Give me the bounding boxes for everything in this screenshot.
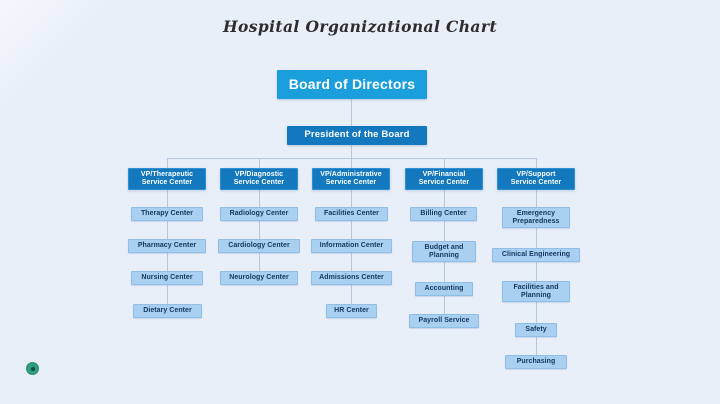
connector-president-to-bus	[351, 145, 352, 158]
node-vp-financial[interactable]: VP/Financial Service Center	[405, 168, 483, 190]
connector-bus-to-vp-2	[259, 158, 260, 168]
node-label: Radiology Center	[229, 210, 289, 218]
node-label: HR Center	[334, 307, 369, 315]
node-payroll-service[interactable]: Payroll Service	[409, 314, 479, 328]
node-pharmacy-center[interactable]: Pharmacy Center	[128, 239, 206, 253]
node-label: Neurology Center	[229, 274, 289, 282]
connector-bus-to-vp-1	[167, 158, 168, 168]
node-label: Admissions Center	[319, 274, 384, 282]
node-facilities-and-planning[interactable]: Facilities and Planning	[502, 281, 570, 302]
node-label: Information Center	[319, 242, 384, 250]
connector-spine-branch-2	[259, 190, 260, 286]
node-label: Nursing Center	[141, 274, 193, 282]
connector-bus-to-vp-5	[536, 158, 537, 168]
node-information-center[interactable]: Information Center	[311, 239, 392, 253]
connector-bus-to-vp-4	[444, 158, 445, 168]
node-safety[interactable]: Safety	[515, 323, 557, 337]
node-label: President of the Board	[304, 129, 410, 141]
node-label: Purchasing	[516, 358, 556, 366]
node-radiology-center[interactable]: Radiology Center	[220, 207, 298, 221]
node-label-line1: VP/Therapeutic	[140, 171, 194, 179]
node-hr-center[interactable]: HR Center	[326, 304, 377, 318]
node-nursing-center[interactable]: Nursing Center	[131, 271, 203, 285]
node-billing-center[interactable]: Billing Center	[410, 207, 477, 221]
node-budget-and-planning[interactable]: Budget and Planning	[412, 241, 476, 262]
node-emergency-preparedness[interactable]: Emergency Preparedness	[502, 207, 570, 228]
node-admissions-center[interactable]: Admissions Center	[311, 271, 392, 285]
connector-bus-to-vp-3	[351, 158, 352, 168]
node-dietary-center[interactable]: Dietary Center	[133, 304, 202, 318]
node-label-line1: VP/Support	[516, 171, 556, 179]
node-label: Payroll Service	[418, 317, 470, 325]
node-label-line2: Service Center	[325, 179, 377, 186]
node-vp-diagnostic[interactable]: VP/Diagnostic Service Center	[220, 168, 298, 190]
node-label: Dietary Center	[143, 307, 192, 315]
node-cardiology-center[interactable]: Cardiology Center	[218, 239, 300, 253]
node-vp-therapeutic[interactable]: VP/Therapeutic Service Center	[128, 168, 206, 190]
node-vp-support[interactable]: VP/Support Service Center	[497, 168, 575, 190]
node-label: Facilities and Planning	[513, 283, 559, 299]
page-title: Hospital Organizational Chart	[222, 17, 498, 36]
node-label: Safety	[525, 326, 547, 334]
node-accounting[interactable]: Accounting	[415, 282, 473, 296]
connector-spine-branch-1	[167, 190, 168, 318]
node-label-line1: VP/Administrative	[320, 171, 382, 179]
node-board-of-directors[interactable]: Board of Directors	[277, 70, 427, 99]
node-therapy-center[interactable]: Therapy Center	[131, 207, 203, 221]
node-label: Board of Directors	[288, 75, 416, 92]
node-label-line2: Service Center	[233, 179, 285, 186]
node-label-line2: Service Center	[510, 179, 562, 186]
connector-spine-branch-5	[536, 190, 537, 369]
node-label-line1: VP/Financial	[422, 171, 466, 179]
node-label-line2: Service Center	[418, 179, 470, 186]
node-label: Facilities Center	[324, 210, 379, 218]
node-clinical-engineering[interactable]: Clinical Engineering	[492, 248, 580, 262]
node-label: Clinical Engineering	[501, 251, 571, 259]
node-purchasing[interactable]: Purchasing	[505, 355, 567, 369]
node-label: Billing Center	[420, 210, 467, 218]
node-label: Emergency Preparedness	[512, 209, 560, 225]
node-facilities-center[interactable]: Facilities Center	[315, 207, 388, 221]
node-vp-administrative[interactable]: VP/Administrative Service Center	[312, 168, 390, 190]
node-president-of-the-board[interactable]: President of the Board	[287, 126, 427, 145]
green-status-badge-icon[interactable]	[26, 362, 39, 375]
node-label: Cardiology Center	[228, 242, 290, 250]
connector-spine-branch-3	[351, 190, 352, 318]
node-label: Accounting	[424, 285, 464, 293]
node-label-line1: VP/Diagnostic	[234, 171, 284, 179]
node-label-line2: Service Center	[141, 179, 193, 186]
node-label: Budget and Planning	[424, 243, 464, 259]
node-neurology-center[interactable]: Neurology Center	[220, 271, 298, 285]
node-label: Therapy Center	[140, 210, 194, 218]
node-label: Pharmacy Center	[137, 242, 197, 250]
connector-root-to-president	[351, 99, 352, 126]
